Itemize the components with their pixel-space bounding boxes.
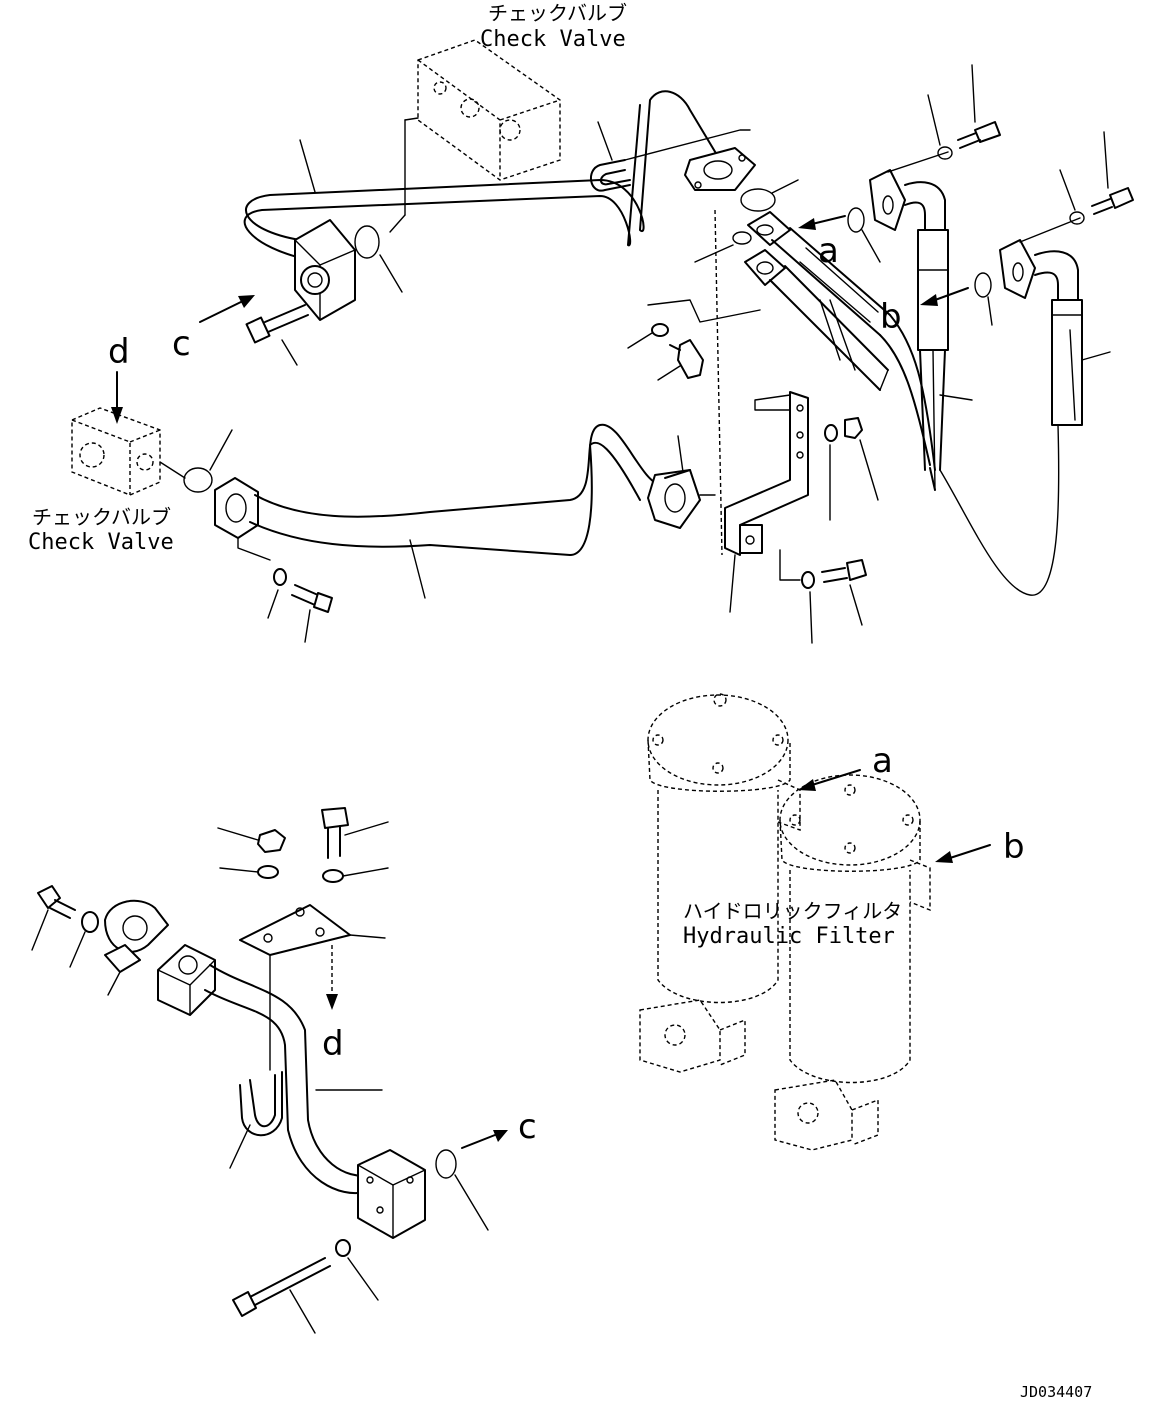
check-valve-top-jp: チェックバルブ bbox=[488, 1, 627, 25]
reference-c-lower: c bbox=[461, 1107, 537, 1149]
check-valve-left-en: Check Valve bbox=[28, 530, 174, 555]
bolt-elbow-2 bbox=[1091, 131, 1134, 215]
long-bolt bbox=[232, 1257, 331, 1334]
check-valve-top-en: Check Valve bbox=[480, 27, 626, 52]
hose-a bbox=[747, 211, 936, 491]
washer-lower-left bbox=[81, 911, 99, 933]
check-valve-top bbox=[404, 39, 561, 216]
flange-lower-tube bbox=[647, 435, 716, 529]
flange-upper bbox=[684, 147, 756, 191]
check-valve-left-jp: チェックバルブ bbox=[32, 505, 171, 529]
reference-b-filter: b bbox=[935, 827, 1025, 867]
lower-block-flange bbox=[157, 944, 216, 1016]
washer-bolt-middle bbox=[627, 299, 761, 381]
svg-text:b: b bbox=[1003, 827, 1025, 867]
lower-block bbox=[357, 1149, 426, 1239]
upper-block-fitting bbox=[294, 219, 356, 321]
reference-a-top: a bbox=[798, 215, 846, 271]
reference-d-upper: d bbox=[108, 332, 130, 424]
mounting-plate bbox=[239, 904, 386, 956]
reference-d-lower: d bbox=[322, 945, 344, 1064]
svg-text:c: c bbox=[172, 324, 191, 364]
check-valve-left bbox=[71, 407, 161, 496]
bolt-upper-block bbox=[245, 304, 309, 366]
u-clamp-lower bbox=[229, 1071, 283, 1169]
svg-text:d: d bbox=[108, 332, 130, 372]
o-ring-flange-upper bbox=[740, 188, 776, 212]
hydraulic-filter-jp: ハイドロリックフィルタ bbox=[683, 899, 902, 923]
washer-elbow-2 bbox=[1069, 211, 1085, 225]
o-ring-left bbox=[183, 467, 213, 493]
washer-bracket bbox=[824, 424, 838, 442]
reference-c-upper: c bbox=[172, 295, 255, 364]
bolt-elbow-1 bbox=[957, 64, 1001, 149]
hydraulic-filter-en: Hydraulic Filter bbox=[683, 924, 895, 949]
o-ring-upper bbox=[354, 225, 380, 259]
u-clamp-upper bbox=[590, 121, 751, 192]
hose-b-fitting bbox=[744, 249, 889, 391]
o-ring-lower-block bbox=[435, 1149, 457, 1179]
drawing-number: JD034407 bbox=[1020, 1383, 1092, 1401]
reference-b-top: b bbox=[880, 287, 969, 337]
svg-text:b: b bbox=[880, 297, 902, 337]
washer-long-bolt bbox=[335, 1239, 351, 1257]
washer-lower-tube bbox=[273, 568, 287, 586]
hose-elbow-2 bbox=[939, 239, 1083, 596]
lower-left-tube bbox=[204, 964, 383, 1195]
washer-bracket-low bbox=[801, 571, 815, 589]
upper-tube bbox=[243, 90, 721, 261]
svg-text:a: a bbox=[872, 741, 893, 781]
o-ring-elbow-2 bbox=[974, 272, 992, 298]
lower-tube bbox=[214, 423, 661, 599]
hydraulic-filter bbox=[639, 693, 931, 1151]
washer-elbow-1 bbox=[937, 146, 953, 160]
washer-plate-right bbox=[322, 867, 389, 883]
svg-text:d: d bbox=[322, 1024, 344, 1064]
bracket bbox=[724, 391, 809, 581]
nut-bracket bbox=[844, 417, 879, 501]
svg-text:c: c bbox=[518, 1107, 537, 1147]
bolt-bracket-low bbox=[821, 559, 867, 626]
connector-dashed bbox=[714, 209, 723, 556]
split-flange bbox=[104, 899, 169, 996]
bolt-plate bbox=[321, 807, 389, 859]
reference-a-filter: a bbox=[798, 741, 893, 791]
hose-elbow-1 bbox=[847, 169, 949, 491]
washer-plate-left bbox=[219, 865, 279, 879]
bolt-lower-tube bbox=[291, 584, 333, 643]
bolt-lower-left bbox=[31, 885, 76, 951]
nut-plate bbox=[217, 827, 286, 853]
svg-text:a: a bbox=[818, 231, 839, 271]
